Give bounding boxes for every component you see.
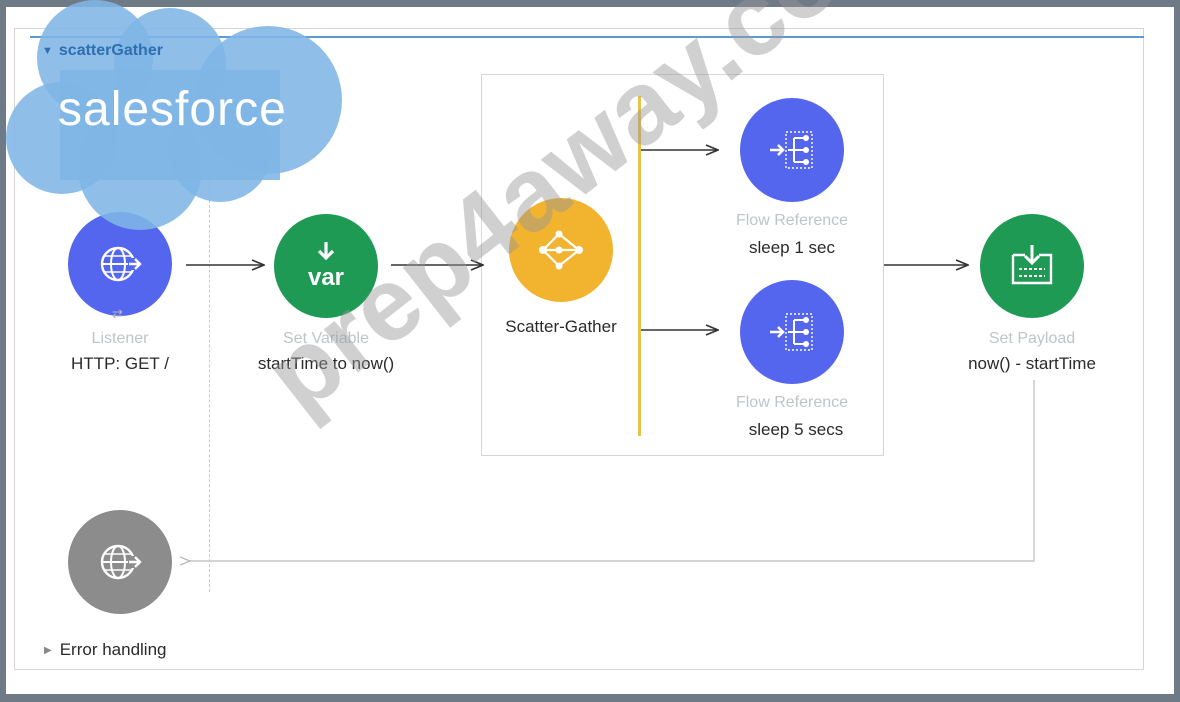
error-handling-label: Error handling: [59, 640, 167, 659]
set-payload-name-label: now() - startTime: [968, 354, 1096, 373]
source-section-divider: [209, 120, 210, 592]
bidirectional-indicator-icon: ⇄: [112, 306, 123, 321]
set-payload-node[interactable]: [980, 214, 1084, 318]
expand-triangle-icon[interactable]: ▶: [44, 644, 52, 656]
set-variable-node[interactable]: var: [274, 214, 378, 318]
globe-arrow-icon: [100, 544, 142, 580]
listener-type-label: Listener: [91, 330, 149, 347]
flow-title-overlay: ▼ scatterGather: [42, 42, 163, 60]
set-variable-name-label: startTime to now(): [257, 354, 395, 373]
listener-node[interactable]: [68, 212, 172, 316]
scatter-gather-label: Scatter-Gather: [505, 317, 617, 336]
flow-header-line: [30, 36, 1144, 38]
var-icon-text: var: [307, 264, 345, 291]
listener-name-label: HTTP: GET /: [71, 354, 169, 373]
scatter-gather-icon: [539, 230, 583, 270]
down-arrow-icon: [317, 242, 335, 261]
flow-name-overlay: scatterGather: [58, 42, 163, 59]
scatter-gather-route-bar: [638, 96, 641, 436]
globe-arrow-icon: [100, 246, 142, 282]
response-node[interactable]: [68, 510, 172, 614]
flow-reference-icon: [770, 313, 813, 351]
flow-reference-2-node[interactable]: [740, 280, 844, 384]
error-handling-section[interactable]: ▶ Error handling: [44, 640, 166, 660]
salesforce-logo: [6, 0, 342, 230]
collapse-triangle-icon: ▼: [42, 45, 53, 57]
flow-reference-1-name-label: sleep 1 sec: [749, 238, 835, 257]
flow-reference-2-name-label: sleep 5 secs: [748, 420, 844, 439]
set-variable-type-label: Set Variable: [283, 330, 369, 347]
flow-reference-icon: [770, 131, 813, 169]
flow-reference-2-type-label: Flow Reference: [735, 394, 849, 411]
response-return-line: [190, 380, 1035, 561]
set-payload-type-label: Set Payload: [988, 330, 1076, 347]
flow-reference-1-type-label: Flow Reference: [735, 212, 849, 229]
scatter-gather-node[interactable]: [509, 198, 613, 302]
salesforce-logo-text: salesforce: [58, 83, 287, 136]
flow-reference-1-node[interactable]: [740, 98, 844, 202]
set-payload-icon: [1011, 245, 1053, 285]
